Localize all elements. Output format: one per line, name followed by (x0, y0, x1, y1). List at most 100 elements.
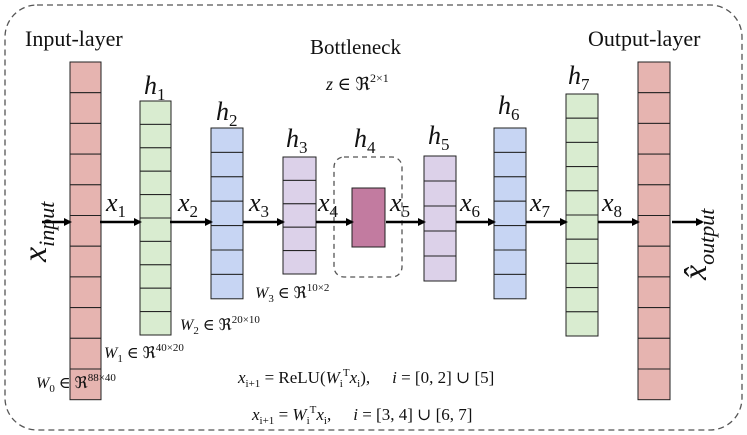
input-layer-column (69, 61, 102, 401)
h3-layer-column (282, 156, 317, 275)
relu-equation: xi+1 = ReLU(WiTxi),i = [0, 2] ∪ [5] (237, 367, 494, 390)
input-cell (69, 337, 102, 370)
w2-label: W2 ∈ ℜ20×10 (180, 314, 260, 337)
h2-cell (210, 273, 244, 300)
h2-cell (210, 225, 244, 251)
h2-cell (210, 176, 244, 202)
output-cell (637, 153, 671, 186)
h3-cell (282, 156, 317, 181)
h2-cell (210, 200, 244, 227)
x8-label: x8 (601, 188, 622, 221)
input-cell (69, 61, 102, 94)
h1-cell (139, 240, 172, 266)
h7-cell (565, 287, 599, 313)
h1-cell (139, 194, 172, 219)
h7-cell (565, 311, 599, 337)
h6-cell (493, 176, 527, 202)
h7-label: h7 (568, 61, 590, 94)
input-cell (69, 245, 102, 278)
h2-layer-column (210, 127, 244, 300)
output-cell (637, 307, 671, 339)
h7-cell (565, 190, 599, 216)
h6-cell (493, 151, 527, 178)
output-cell (637, 245, 671, 278)
input-cell (69, 307, 102, 339)
h5-layer-column (423, 155, 457, 282)
h7-cell (565, 262, 599, 289)
h3-label: h3 (286, 124, 308, 157)
h2-label: h2 (216, 97, 238, 130)
h1-cell (139, 217, 172, 242)
h2-cell (210, 151, 244, 178)
x3-label: x3 (248, 188, 269, 221)
w3-label: W3 ∈ ℜ10×2 (255, 282, 329, 305)
output-layer-column (637, 61, 671, 401)
output-cell (637, 61, 671, 94)
h5-cell (423, 155, 457, 182)
input-cell (69, 184, 102, 217)
x-input-label: xinput (17, 201, 59, 263)
h5-cell (423, 255, 457, 282)
input-cell (69, 368, 102, 401)
output-cell (637, 276, 671, 309)
input-cell (69, 92, 102, 124)
h3-cell (282, 250, 317, 275)
bottleneck-box (333, 156, 403, 278)
bottleneck-label: Bottleneck (310, 35, 401, 59)
h1-cell (139, 123, 172, 149)
linear-equation: xi+1 = WiTxi,i = [3, 4] ∪ [6, 7] (251, 404, 472, 427)
h6-cell (493, 249, 527, 275)
h3-cell (282, 203, 317, 228)
h3-cell (282, 179, 317, 205)
output-cell (637, 92, 671, 124)
h6-cell (493, 200, 527, 227)
h1-cell (139, 100, 172, 125)
input-cell (69, 215, 102, 247)
h2-cell (210, 249, 244, 275)
x-output-label: x̂output (677, 208, 719, 281)
output-cell (637, 337, 671, 370)
h1-cell (139, 170, 172, 196)
x7-label: x7 (529, 188, 551, 221)
h6-cell (493, 127, 527, 153)
h5-cell (423, 180, 457, 207)
h6-cell (493, 225, 527, 251)
h7-layer-column (565, 93, 599, 337)
h1-cell (139, 287, 172, 313)
h1-cell (139, 264, 172, 289)
output-layer-label: Output-layer (588, 26, 701, 51)
h7-cell (565, 141, 599, 168)
w0-label: W0 ∈ ℜ88×40 (36, 372, 116, 395)
h7-cell (565, 214, 599, 240)
input-layer-label: Input-layer (25, 26, 123, 51)
x6-label: x6 (459, 188, 480, 221)
h7-cell (565, 117, 599, 143)
h1-label: h1 (144, 71, 166, 104)
outer-frame (4, 4, 743, 431)
h4-layer-column (351, 187, 386, 248)
h6-cell (493, 273, 527, 300)
h5-label: h5 (428, 121, 450, 154)
input-cell (69, 153, 102, 186)
x4-label: x4 (317, 188, 339, 221)
h5-cell (423, 205, 457, 232)
h1-cell (139, 147, 172, 172)
h6-layer-column (493, 127, 527, 300)
output-cell (637, 122, 671, 155)
h6-label: h6 (498, 91, 520, 124)
h2-cell (210, 127, 244, 153)
output-cell (637, 368, 671, 401)
h3-cell (282, 226, 317, 252)
h7-cell (565, 166, 599, 192)
x2-label: x2 (177, 188, 198, 221)
h4-cell (351, 187, 386, 248)
h1-cell (139, 311, 172, 336)
h4-label: h4 (354, 124, 376, 157)
x1-label: x1 (105, 188, 126, 221)
w1-label: W1 ∈ ℜ40×20 (104, 342, 184, 365)
output-cell (637, 215, 671, 247)
h1-layer-column (139, 100, 172, 336)
bottleneck-formula: z ∈ ℜ2×1 (325, 71, 389, 94)
output-cell (637, 184, 671, 217)
